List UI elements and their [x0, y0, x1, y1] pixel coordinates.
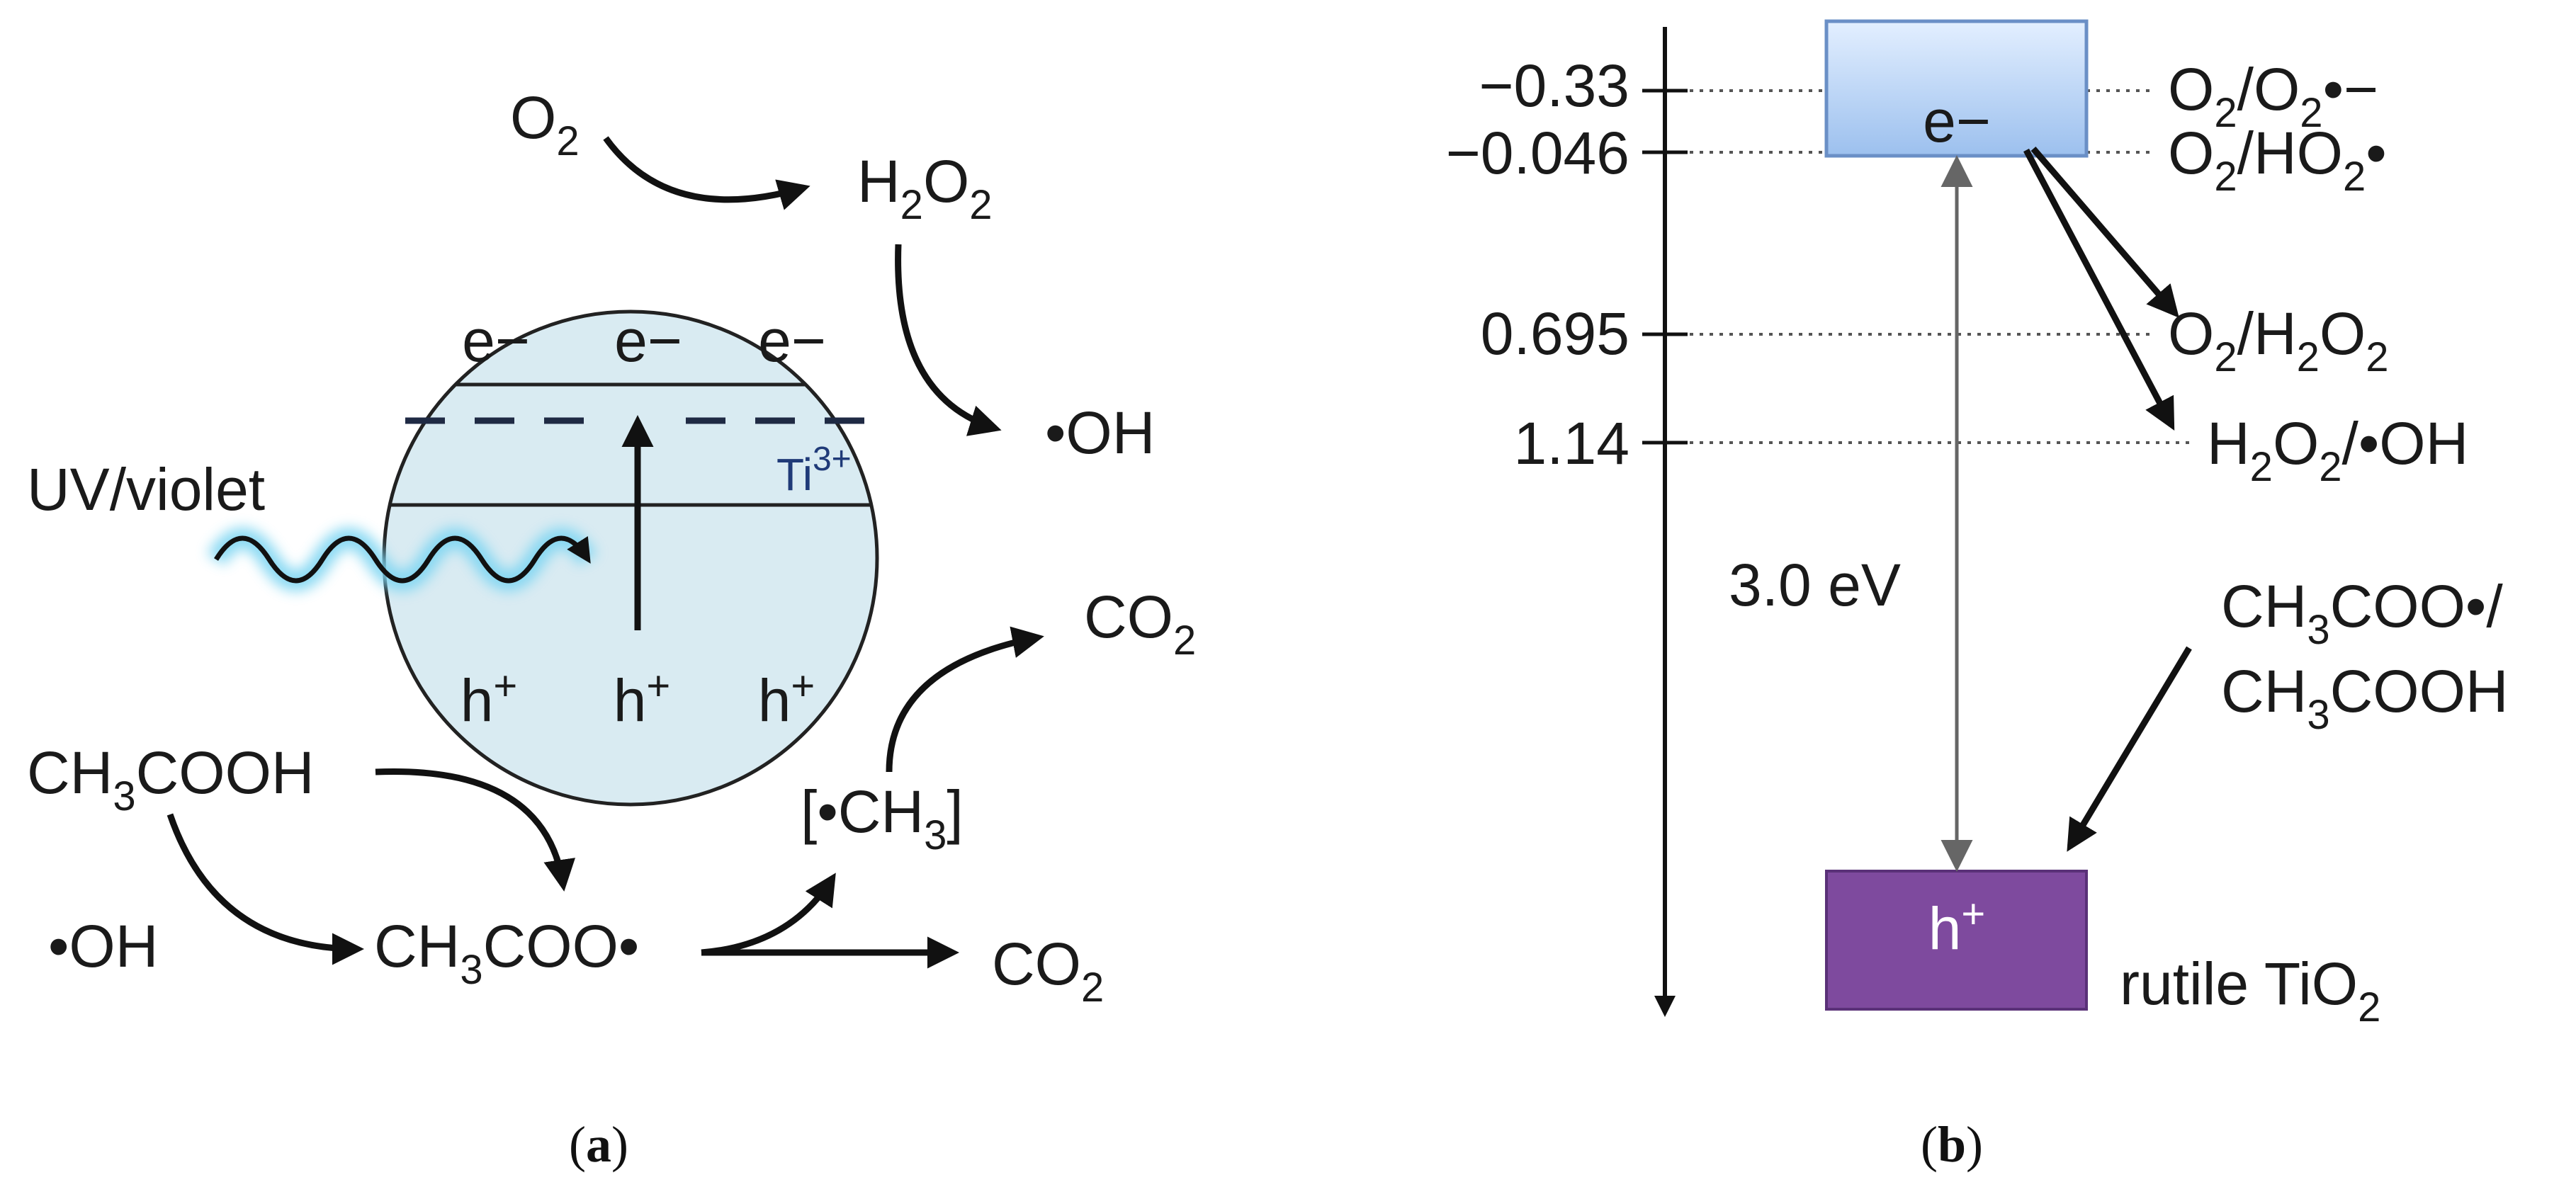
redox-reference-lines	[1690, 89, 2189, 444]
cb-electron-label: e−	[1923, 88, 1991, 154]
hole-label-1: h+	[461, 663, 518, 734]
oh-radical-label: •OH	[1045, 399, 1155, 466]
methyl-radical-label: [•CH3]	[801, 778, 964, 858]
tick-label-minus-0.33: −0.33	[1479, 52, 1629, 119]
conduction-band-box	[1824, 19, 2089, 158]
hole-oxidation-arrow	[375, 768, 575, 892]
couple-o2-hydroperoxyl: O2/HO2•	[2168, 120, 2387, 200]
vb-hole-label: h+	[1928, 891, 1986, 962]
electron-label-1: e−	[462, 307, 530, 374]
decarboxylation-arrow	[701, 873, 836, 956]
co2-label-top: CO2	[1084, 584, 1196, 664]
acetoxyl-radical-label: CH3COO•	[374, 913, 639, 993]
o2-label: O2	[510, 84, 580, 164]
uv-violet-label: UV/violet	[27, 456, 265, 523]
tick-label-0.695: 0.695	[1481, 300, 1629, 367]
ti3-label: Ti3+	[776, 441, 852, 500]
couple-o2-h2o2: O2/H2O2	[2168, 300, 2388, 380]
methyl-mineralization-arrow	[886, 626, 1044, 773]
oh-radical-label-2: •OH	[48, 913, 158, 979]
tick-label-1.14: 1.14	[1514, 410, 1630, 477]
cb-to-oh-arrow	[2023, 148, 2175, 431]
hole-label-2: h+	[614, 663, 671, 734]
material-label: rutile TiO2	[2120, 950, 2380, 1030]
co2-label-bottom: CO2	[992, 931, 1104, 1011]
oh-oxidation-arrow	[166, 813, 364, 965]
band-gap-label: 3.0 eV	[1729, 552, 1901, 618]
electron-label-3: e−	[758, 307, 826, 374]
tick-label-minus-0.046: −0.046	[1446, 120, 1629, 186]
o2-reduction-arrow	[603, 136, 810, 210]
caption-b: (b)	[1921, 1116, 1983, 1173]
hole-label-3: h+	[758, 663, 815, 734]
electron-label-2: e−	[614, 307, 682, 374]
couple-o2-superoxide: O2/O2•−	[2168, 56, 2378, 136]
panel-b: −0.33 −0.046 0.695 1.14 e− h+ 3.0 eV O2/…	[1446, 19, 2509, 1173]
valence-band-box	[1825, 870, 2088, 1011]
couple-acetoxyl-line1: CH3COO•/	[2221, 573, 2503, 653]
h2o2-label: H2O2	[857, 148, 993, 228]
acetic-acid-label: CH3COOH	[27, 739, 315, 819]
couple-h2o2-oh: H2O2/•OH	[2207, 410, 2468, 490]
cb-to-h2o2-arrow	[2030, 147, 2179, 318]
caption-a: (a)	[569, 1116, 628, 1173]
h2o2-reduction-arrow	[895, 244, 1002, 436]
uv-light-wave	[207, 528, 597, 591]
couple-acetoxyl-line2: CH3COOH	[2221, 658, 2509, 738]
acetate-to-vb-arrow	[2067, 646, 2192, 852]
panel-a: e− e− e− Ti3+ h+ h+ h+	[27, 84, 1196, 1173]
